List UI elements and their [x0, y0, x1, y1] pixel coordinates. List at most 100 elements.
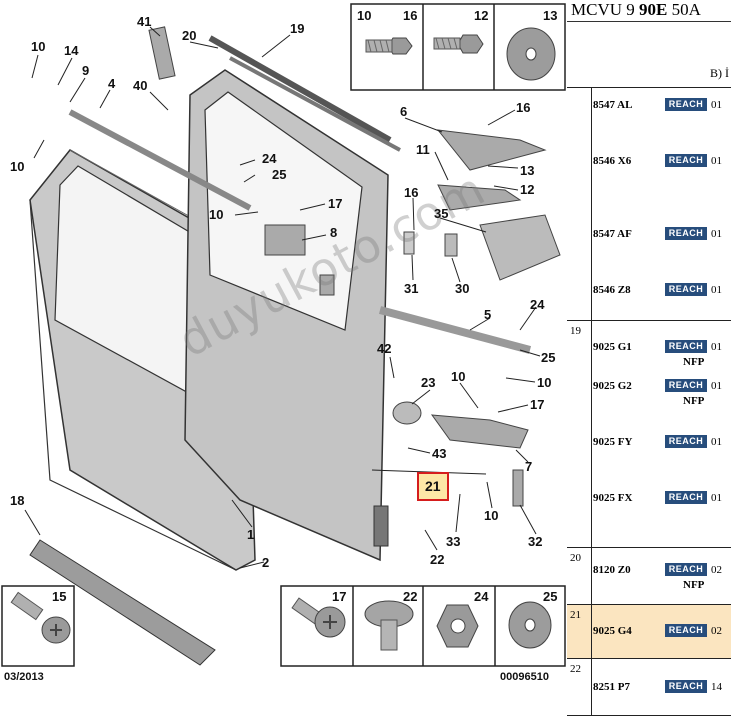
part-row[interactable]: 8546 Z8 REACH 01 [593, 282, 731, 298]
group-number: 21 [570, 609, 581, 621]
diagram-date: 03/2013 [4, 671, 44, 683]
callout-20[interactable]: 20 [182, 28, 197, 43]
callout-10[interactable]: 10 [31, 39, 46, 54]
callout-25[interactable]: 25 [272, 167, 287, 182]
part-row[interactable]: 9025 FX REACH 01 [593, 490, 731, 506]
part-reference[interactable]: 9025 G2 [593, 380, 632, 392]
box-label-13[interactable]: 13 [543, 8, 558, 23]
reach-badge: REACH [665, 283, 707, 296]
callout-16[interactable]: 16 [516, 100, 531, 115]
model-title: MCVU 9 90E 50A [571, 0, 701, 19]
box-label-24[interactable]: 24 [474, 589, 489, 604]
box-label-25[interactable]: 25 [543, 589, 558, 604]
washer-icon [508, 601, 552, 649]
callout-25b[interactable]: 25 [541, 350, 556, 365]
part-row[interactable]: 8547 AF REACH 01 [593, 226, 731, 242]
part-row[interactable]: 8546 X6 REACH 01 [593, 153, 731, 169]
part-qty: 02 [711, 625, 722, 637]
parts-group: 20 8120 Z0 REACH 02 NFP [567, 548, 731, 605]
callout-5[interactable]: 5 [484, 307, 492, 322]
callout-24b[interactable]: 24 [530, 297, 545, 312]
callout-19[interactable]: 19 [290, 21, 305, 36]
callout-17b[interactable]: 17 [530, 397, 545, 412]
box-label-17[interactable]: 17 [332, 589, 347, 604]
callout-9[interactable]: 9 [82, 63, 90, 78]
part-qty: 02 [711, 564, 722, 576]
callout-16b[interactable]: 16 [404, 185, 419, 200]
callout-42[interactable]: 42 [377, 341, 392, 356]
exploded-door-drawing [1, 3, 566, 667]
part-row[interactable]: 8547 AL REACH 01 [593, 97, 731, 113]
part-qty: 01 [711, 492, 722, 504]
part-reference[interactable]: 8251 P7 [593, 681, 630, 693]
parts-group-selected[interactable]: 21 9025 G4 REACH 02 [567, 605, 731, 659]
callout-18[interactable]: 18 [10, 493, 25, 508]
callout-12[interactable]: 12 [520, 182, 535, 197]
callout-4[interactable]: 4 [108, 76, 116, 91]
callout-2[interactable]: 2 [262, 555, 270, 570]
group-number: 19 [570, 325, 581, 337]
callout-10e[interactable]: 10 [537, 375, 552, 390]
callout-11[interactable]: 11 [416, 142, 430, 157]
box-label-12[interactable]: 12 [474, 8, 489, 23]
part-qty: 14 [711, 681, 722, 693]
callout-35[interactable]: 35 [434, 206, 449, 221]
callout-13[interactable]: 13 [520, 163, 535, 178]
callout-40[interactable]: 40 [133, 78, 148, 93]
callout-17[interactable]: 17 [328, 196, 343, 211]
callout-8[interactable]: 8 [330, 225, 338, 240]
part-reference[interactable]: 8120 Z0 [593, 564, 631, 576]
part-row[interactable]: 8120 Z0 REACH 02 NFP [593, 562, 731, 591]
part-row[interactable]: 9025 FY REACH 01 [593, 434, 731, 450]
callout-24[interactable]: 24 [262, 151, 277, 166]
callout-10d[interactable]: 10 [451, 369, 466, 384]
reach-badge: REACH [665, 435, 707, 448]
part-qty: 01 [711, 284, 722, 296]
callout-33[interactable]: 33 [446, 534, 461, 549]
part-row[interactable]: 9025 G2 REACH 01 NFP [593, 378, 731, 407]
part-reference[interactable]: 9025 G4 [593, 625, 632, 637]
callout-7[interactable]: 7 [525, 459, 533, 474]
callout-10b[interactable]: 10 [10, 159, 25, 174]
callout-21-highlighted[interactable]: 21 [417, 472, 449, 501]
parts-diagram: duyukoto.com 10 16 12 13 15 17 22 24 25 … [1, 3, 566, 683]
parts-group: 22 8251 P7 REACH 14 [567, 659, 731, 716]
part-reference[interactable]: 8546 Z8 [593, 284, 631, 296]
callout-14[interactable]: 14 [64, 43, 79, 58]
part-reference[interactable]: 8547 AF [593, 228, 632, 240]
part-reference[interactable]: 9025 G1 [593, 341, 632, 353]
box-label-16[interactable]: 16 [403, 8, 418, 23]
callout-41[interactable]: 41 [137, 14, 152, 29]
reach-badge: REACH [665, 98, 707, 111]
callout-23[interactable]: 23 [421, 375, 436, 390]
part-reference[interactable]: 9025 FY [593, 436, 633, 448]
part-row[interactable]: 9025 G4 REACH 02 [593, 623, 731, 639]
callout-30[interactable]: 30 [455, 281, 470, 296]
box-label-15[interactable]: 15 [52, 589, 67, 604]
reach-badge: REACH [665, 227, 707, 240]
nfp-note: NFP [683, 395, 705, 407]
group-number: 20 [570, 552, 581, 564]
callout-43[interactable]: 43 [432, 446, 447, 461]
callout-32[interactable]: 32 [528, 534, 543, 549]
box-label-22[interactable]: 22 [403, 589, 418, 604]
callout-10f[interactable]: 10 [484, 508, 499, 523]
callout-22[interactable]: 22 [430, 552, 445, 567]
box-label-10[interactable]: 10 [357, 8, 372, 23]
reach-badge: REACH [665, 379, 707, 392]
parts-table: 8547 AL REACH 01 8546 X6 REACH 01 8547 A… [567, 87, 731, 716]
washer-icon [506, 27, 556, 81]
callout-10c[interactable]: 10 [209, 207, 224, 222]
part-reference[interactable]: 8547 AL [593, 99, 633, 111]
part-reference[interactable]: 8546 X6 [593, 155, 632, 167]
part-reference[interactable]: 9025 FX [593, 492, 633, 504]
part-row[interactable]: 8251 P7 REACH 14 [593, 679, 731, 695]
reach-badge: REACH [665, 491, 707, 504]
part-row[interactable]: 9025 G1 REACH 01 NFP [593, 339, 731, 368]
nfp-note: NFP [683, 579, 705, 591]
reach-badge: REACH [665, 154, 707, 167]
callout-1[interactable]: 1 [247, 527, 255, 542]
part-qty: 01 [711, 228, 722, 240]
callout-6[interactable]: 6 [400, 104, 408, 119]
callout-31[interactable]: 31 [404, 281, 419, 296]
